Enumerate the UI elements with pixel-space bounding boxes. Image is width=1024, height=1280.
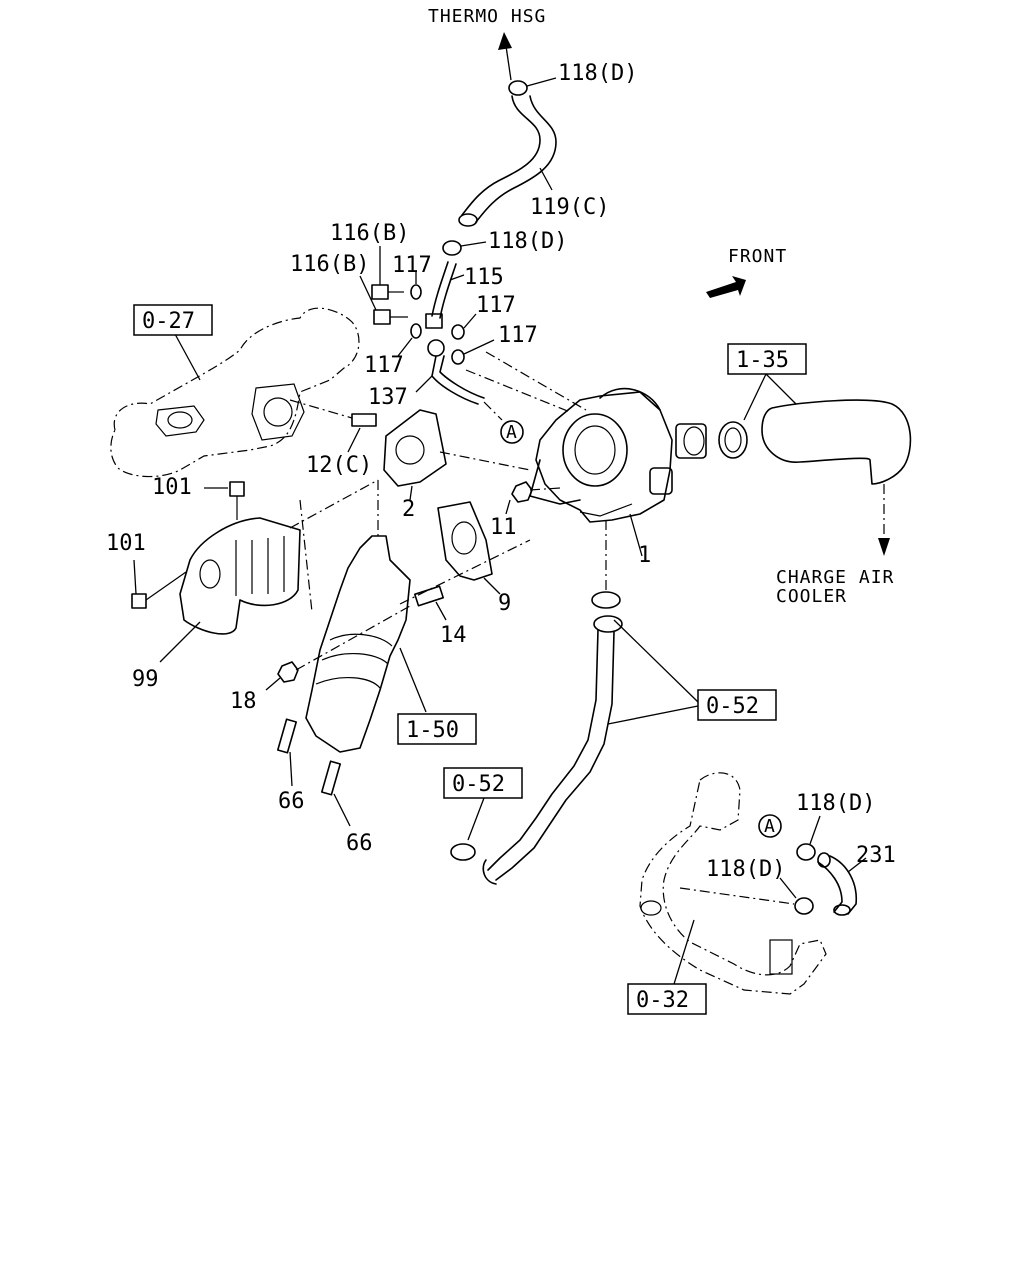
marker-a-1: A (500, 420, 524, 444)
charge-air-label-1: CHARGE AIR (776, 567, 894, 588)
callout-116b-1: 116(B) (330, 221, 409, 246)
ref-box-1-50[interactable]: 1-50 (397, 713, 477, 745)
callout-66-a: 66 (278, 789, 305, 814)
svg-text:1-50: 1-50 (406, 718, 459, 743)
callout-2: 2 (402, 497, 415, 522)
callout-101-a: 101 (152, 475, 192, 500)
callout-117-d: 117 (364, 353, 404, 378)
ref-box-0-27[interactable]: 0-27 (133, 304, 213, 336)
callout-99: 99 (132, 667, 159, 692)
heat-shield-99 (159, 479, 379, 663)
svg-text:0-52: 0-52 (706, 694, 759, 719)
bolt-101-side (131, 559, 187, 609)
front-label: FRONT (728, 246, 787, 267)
hose-231 (817, 852, 867, 916)
ref-box-0-32[interactable]: 0-32 (627, 983, 707, 1015)
svg-text:0-32: 0-32 (636, 988, 689, 1013)
callout-118d-low2: 118(D) (706, 857, 785, 882)
callout-1: 1 (638, 543, 651, 568)
svg-text:A: A (764, 816, 776, 837)
nut-18 (265, 605, 411, 691)
oil-return-pipe (450, 520, 699, 885)
stud-12c (289, 399, 377, 453)
callout-137: 137 (368, 385, 408, 410)
clamp-outlet (718, 421, 748, 459)
ref-box-0-52-left[interactable]: 0-52 (443, 767, 523, 799)
thermo-hsg-label: THERMO HSG (428, 6, 546, 27)
washers-117 (397, 272, 495, 365)
gasket-2 (383, 409, 531, 501)
callout-117-a: 117 (392, 253, 432, 278)
clamp-118d-top (508, 77, 557, 96)
callout-118d-mid: 118(D) (488, 229, 567, 254)
callout-14: 14 (440, 623, 467, 648)
callout-11: 11 (490, 515, 517, 540)
callout-118d-top: 118(D) (558, 61, 637, 86)
pipe-137 (415, 339, 503, 421)
charge-air-label-2: COOLER (776, 586, 847, 607)
studs-66 (276, 718, 351, 827)
hose-119c (458, 95, 557, 227)
nut-11 (505, 481, 561, 515)
callout-12c: 12(C) (306, 453, 372, 478)
svg-text:0-27: 0-27 (142, 309, 195, 334)
bolt-116b-lower (359, 275, 408, 325)
marker-a-2: A (758, 814, 782, 838)
thermo-hsg-arrow (498, 32, 512, 81)
bolt-116b-upper (371, 246, 404, 300)
front-arrow (706, 276, 746, 298)
callout-101-b: 101 (106, 531, 146, 556)
svg-text:A: A (506, 422, 518, 443)
callout-115: 115 (464, 265, 504, 290)
exhaust-manifold-ref (110, 307, 360, 478)
svg-text:0-52: 0-52 (452, 772, 505, 797)
pipe-115 (425, 261, 465, 329)
stud-14 (413, 585, 447, 621)
intake-hose-1-35 (743, 373, 912, 556)
callout-118d-low1: 118(D) (796, 791, 875, 816)
svg-text:1-35: 1-35 (736, 348, 789, 373)
clamp-118d-low2 (679, 877, 814, 915)
water-pipe-0-32 (639, 772, 827, 995)
ref-box-1-35[interactable]: 1-35 (727, 343, 807, 375)
callout-119c: 119(C) (530, 195, 609, 220)
ref-box-0-52-right[interactable]: 0-52 (697, 689, 777, 721)
callout-116b-2: 116(B) (290, 252, 369, 277)
callout-18: 18 (230, 689, 257, 714)
callout-9: 9 (498, 591, 511, 616)
callout-231: 231 (856, 843, 896, 868)
clamp-118d-low1 (796, 815, 821, 861)
turbocharger (465, 351, 707, 557)
catalytic-converter-1-50 (305, 480, 427, 753)
gasket-9 (399, 501, 531, 605)
callout-117-b: 117 (476, 293, 516, 318)
callout-66-b: 66 (346, 831, 373, 856)
callout-117-c: 117 (498, 323, 538, 348)
clamp-118d-mid (442, 240, 487, 256)
bolt-101-top (204, 481, 245, 520)
